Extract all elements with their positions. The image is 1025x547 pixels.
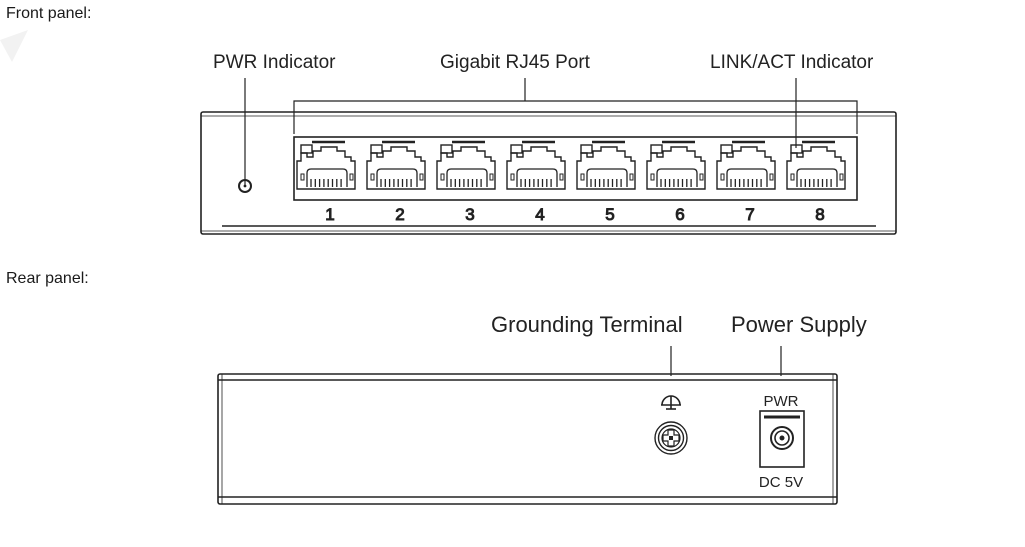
port-side-tab: [349, 173, 354, 181]
port-number-label: 4: [535, 205, 544, 224]
rj45-socket-icon: [786, 146, 846, 190]
link-act-led-icon: [580, 144, 593, 154]
rj45-port-4: [506, 140, 566, 190]
rj45-jack-opening: [726, 168, 768, 187]
rj45-port-2: [366, 140, 426, 190]
rj45-socket-icon: [436, 146, 496, 190]
link-act-led-icon: [370, 144, 383, 154]
rj45-socket-icon: [366, 146, 426, 190]
port-side-tab: [699, 173, 704, 181]
link-act-led-icon: [300, 144, 313, 154]
port-side-tab: [300, 173, 305, 181]
port-side-tab: [559, 173, 564, 181]
dc-power-jack-icon: [759, 410, 805, 468]
rj45-socket-icon: [576, 146, 636, 190]
port-number-label: 5: [605, 205, 614, 224]
rj45-port-8: [786, 140, 846, 190]
port-number-label: 2: [395, 205, 404, 224]
power-supply-callout: Power Supply: [731, 312, 867, 337]
pwr-jack-label: PWR: [764, 393, 799, 410]
rj45-jack-opening: [306, 168, 348, 187]
port-block-frame: [293, 136, 858, 201]
port-number-label: 3: [465, 205, 474, 224]
port-side-tab: [510, 173, 515, 181]
front-panel-label: Front panel:: [6, 5, 92, 22]
port-side-tab: [839, 173, 844, 181]
grounding-screw-icon: [654, 421, 688, 455]
port-side-tab: [580, 173, 585, 181]
link-act-led-icon: [510, 144, 523, 154]
rj45-port-7: [716, 140, 776, 190]
dc-voltage-label: DC 5V: [759, 474, 803, 491]
rj45-port-6: [646, 140, 706, 190]
port-side-tab: [720, 173, 725, 181]
rj45-jack-opening: [446, 168, 488, 187]
port-number-label: 1: [325, 205, 334, 224]
rj45-socket-icon: [506, 146, 566, 190]
port-side-tab: [440, 173, 445, 181]
rj45-socket-icon: [296, 146, 356, 190]
port-side-tab: [489, 173, 494, 181]
port-side-tab: [790, 173, 795, 181]
port-number-label: 7: [745, 205, 754, 224]
rear-panel-label: Rear panel:: [6, 270, 89, 287]
pwr-led-icon: [238, 179, 252, 193]
rj45-socket-icon: [716, 146, 776, 190]
front-chassis: [200, 111, 897, 235]
rj45-port-callout: Gigabit RJ45 Port: [440, 52, 590, 73]
rj45-port-1: [296, 140, 356, 190]
rj45-jack-opening: [656, 168, 698, 187]
rear-panel: PWR DC 5V: [217, 346, 838, 505]
port-side-tab: [629, 173, 634, 181]
watermark-shape: [0, 30, 28, 62]
ground-symbol-icon: [661, 395, 681, 410]
port-side-tab: [650, 173, 655, 181]
link-act-led-icon: [440, 144, 453, 154]
port-side-tab: [769, 173, 774, 181]
port-side-tab: [370, 173, 375, 181]
pwr-indicator-callout: PWR Indicator: [213, 52, 336, 73]
rj45-port-3: [436, 140, 496, 190]
front-panel: 1 2 3 4 5 6 7 8: [200, 78, 897, 235]
link-act-led-icon: [720, 144, 733, 154]
ports-bracket: [293, 100, 858, 134]
rj45-jack-opening: [516, 168, 558, 187]
rj45-socket-icon: [646, 146, 706, 190]
port-number-label: 6: [675, 205, 684, 224]
link-act-led-icon: [650, 144, 663, 154]
rj45-port-5: [576, 140, 636, 190]
rj45-jack-opening: [586, 168, 628, 187]
rj45-jack-opening: [796, 168, 838, 187]
rear-chassis: [217, 373, 838, 505]
pwr-led-center: [243, 184, 247, 188]
port-side-tab: [419, 173, 424, 181]
link-act-callout: LINK/ACT Indicator: [710, 52, 874, 73]
grounding-terminal-callout: Grounding Terminal: [491, 312, 683, 337]
rj45-jack-opening: [376, 168, 418, 187]
port-number-label: 8: [815, 205, 824, 224]
